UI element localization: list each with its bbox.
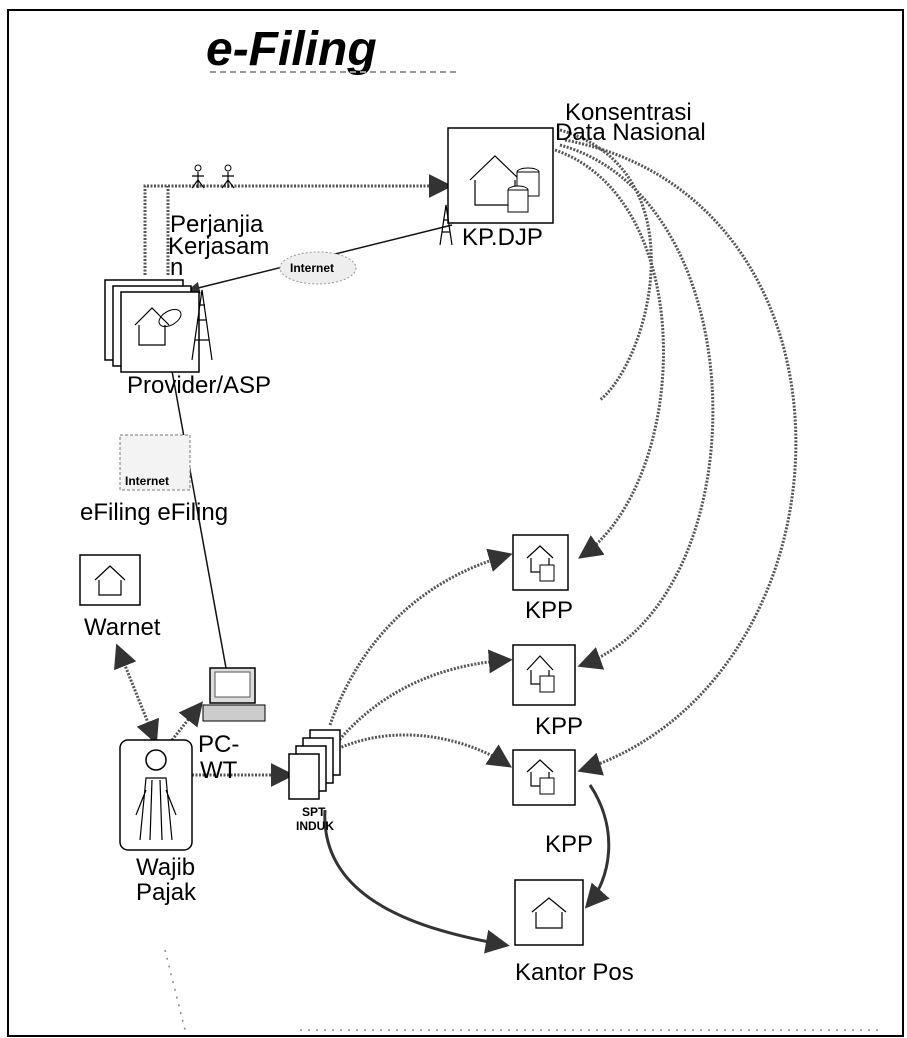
dotted-trail-line (164, 949, 186, 1031)
handshake-people-icon (191, 172, 235, 189)
provider-to-pc-line (169, 359, 231, 691)
spt-label-line1: SPT (302, 805, 326, 819)
kpp3-to-kantorpos-arrow (584, 784, 611, 909)
pc-label-line1: PC- (198, 731, 239, 758)
diagram-frame (7, 9, 904, 1037)
person-icon (119, 739, 193, 851)
kpp2-label: KPP (535, 713, 583, 740)
konsentrasi-to-kpp1-arrow (554, 148, 665, 559)
provider-label: Provider/ASP (127, 372, 271, 399)
spt-label-line2: INDUK (296, 819, 334, 833)
wajib-label-line1: Wajib (136, 854, 195, 881)
konsentrasi-label-line1: Konsentrasi (565, 99, 692, 126)
provider-to-kpdjp-line (143, 174, 453, 275)
kpp1-label: KPP (525, 597, 573, 624)
kpp3-node: KPP (512, 749, 593, 858)
internet-cloud-icon (279, 251, 357, 285)
internet-mid-icon (119, 434, 191, 491)
provider-tower-icon (191, 289, 213, 361)
wajib-pajak-node: Wajib Pajak (119, 739, 197, 906)
kpp1-node: KPP (512, 534, 573, 624)
warnet-label: Warnet (84, 614, 161, 641)
kantorpos-node: Kantor Pos (514, 879, 634, 986)
konsentrasi-to-kpp2-arrow (559, 143, 715, 670)
provider-office-icon (120, 291, 200, 373)
internet-cloud-mid: Internet (119, 434, 191, 491)
house-icon (79, 554, 141, 606)
perjanjian-label-line3: n (170, 254, 183, 281)
pc-label-line2: WT (200, 757, 238, 784)
provider-node: Provider/ASP (104, 279, 271, 399)
konsentrasi-to-kpp3-arrow (564, 138, 798, 776)
document-stack-icon (288, 753, 320, 800)
kpp3-label: KPP (545, 831, 593, 858)
wajib-to-warnet-arrow (114, 643, 159, 745)
spt-node: SPT INDUK (288, 729, 341, 833)
kantorpos-label: Kantor Pos (515, 959, 634, 986)
perjanjian-label-line1: Perjanjia (170, 211, 264, 238)
perjanjian-label-line2: Kerjasam (168, 233, 269, 260)
spt-to-kantorpos-arrow (323, 809, 510, 954)
kpdjp-tower-icon (439, 204, 453, 246)
efiling-label: eFiling eFiling (80, 499, 228, 526)
konsentrasi-to-kpp4-arrow (559, 128, 653, 402)
post-office-icon (514, 879, 584, 946)
internet-cloud-top: Internet (279, 251, 357, 285)
wajib-label-line2: Pajak (136, 879, 197, 906)
spt-to-kpp1-arrow (328, 548, 513, 726)
warnet-node: Warnet (79, 554, 161, 641)
diagram-title: e-Filing (206, 23, 377, 76)
kpdjp-node: KP.DJP (439, 127, 554, 251)
kpp-office-icon (512, 534, 569, 591)
spt-to-kpp3-arrow (334, 733, 513, 768)
kpp-office-icon (512, 749, 576, 806)
kpp-office-icon (512, 644, 576, 706)
satellite-dish-icon (134, 307, 170, 346)
kpdjp-label: KP.DJP (462, 224, 543, 251)
spt-to-kpp2-arrow (333, 649, 513, 746)
perjanjian-node: Perjanjia Kerjasam n (168, 164, 269, 281)
konsentrasi-label-line2: Data Nasional (555, 119, 706, 146)
internet-mid-label: Internet (125, 474, 169, 488)
internet-top-label: Internet (290, 261, 334, 275)
wajib-to-pc-arrow (170, 701, 203, 741)
kpp2-node: KPP (512, 644, 583, 740)
pc-node: PC- WT (198, 667, 266, 784)
